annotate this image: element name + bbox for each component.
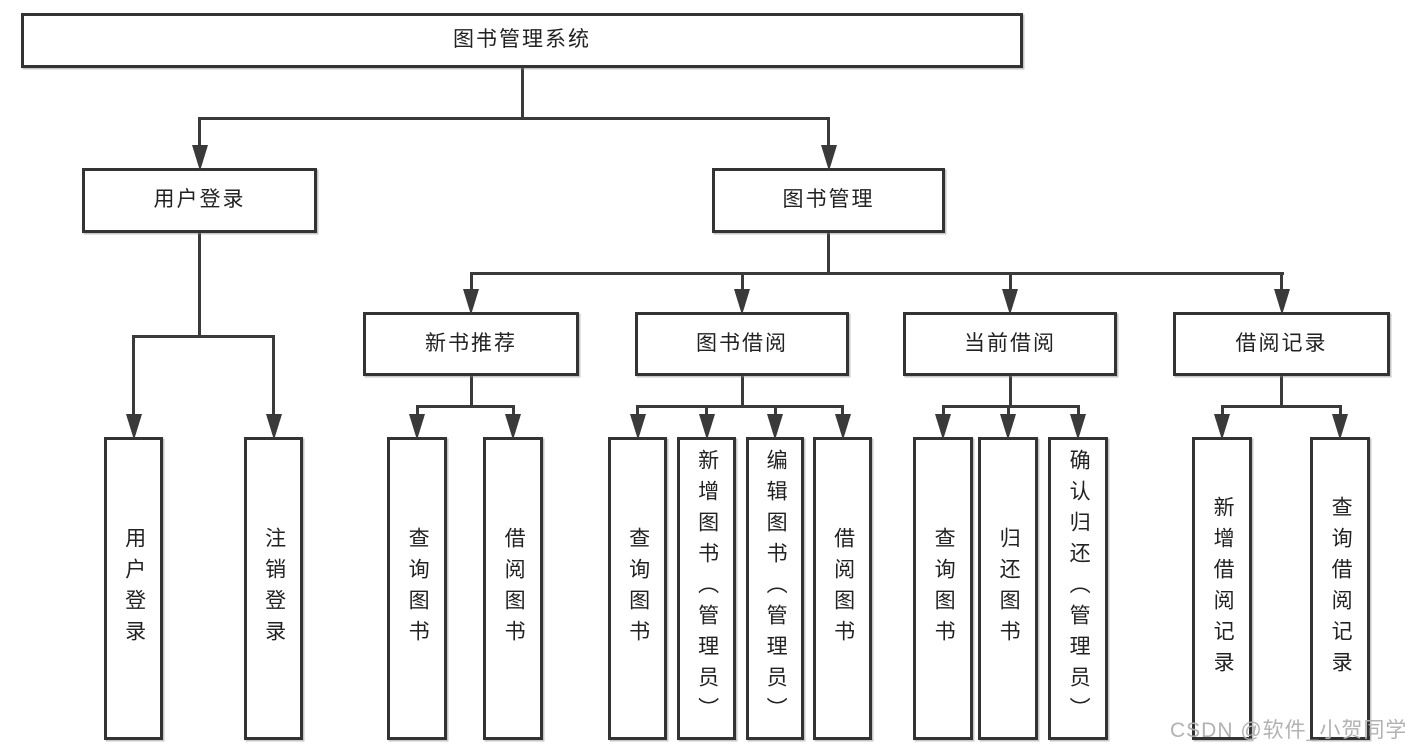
connector-stub-vertical — [470, 374, 473, 406]
node-current-borrow: 当前借阅 — [903, 312, 1117, 376]
connector-stub-vertical — [1280, 374, 1283, 406]
node-borrow-record: 借阅记录 — [1173, 312, 1390, 376]
node-leaf-add-borrow-record: 新增借阅记录 — [1192, 437, 1252, 740]
node-leaf-confirm-return: 确认归还（管理员） — [1048, 437, 1108, 740]
connector-segment-vertical — [416, 406, 419, 419]
connector-segment-vertical — [841, 406, 844, 419]
connector-segment-horizontal — [1221, 405, 1342, 408]
connector-segment-vertical — [1280, 273, 1283, 294]
arrowhead-down-icon — [935, 414, 951, 440]
node-leaf-borrow-book-a: 借阅图书 — [483, 437, 543, 740]
node-leaf-query-book-c: 查询图书 — [913, 437, 973, 740]
connector-stub-vertical — [741, 374, 744, 406]
node-leaf-query-book-a-label: 查询图书 — [406, 526, 430, 651]
connector-segment-horizontal — [132, 335, 275, 338]
connector-segment-vertical — [1221, 406, 1224, 419]
arrowhead-down-icon — [1070, 414, 1086, 440]
node-leaf-logout: 注销登录 — [244, 437, 303, 740]
node-leaf-return-book: 归还图书 — [978, 437, 1038, 740]
node-leaf-query-book-c-label: 查询图书 — [932, 526, 956, 651]
connector-segment-vertical — [1077, 406, 1080, 419]
arrowhead-down-icon — [409, 414, 425, 440]
node-book-borrow: 图书借阅 — [635, 312, 849, 376]
arrowhead-down-icon — [629, 414, 646, 440]
connector-stub-vertical — [827, 231, 830, 273]
node-user-login-label: 用户登录 — [153, 188, 246, 212]
node-leaf-confirm-return-label: 确认归还（管理员） — [1067, 449, 1091, 728]
connector-segment-vertical — [198, 118, 201, 150]
arrowhead-down-icon — [820, 145, 837, 171]
connector-segment-vertical — [1009, 273, 1012, 294]
connector-segment-vertical — [774, 406, 777, 419]
connector-stub-vertical — [521, 66, 524, 118]
arrowhead-down-icon — [834, 414, 851, 440]
connector-segment-horizontal — [470, 272, 1284, 275]
connector-segment-vertical — [1007, 406, 1010, 419]
node-leaf-add-book-admin: 新增图书（管理员） — [677, 437, 736, 740]
arrowhead-down-icon — [191, 145, 208, 171]
watermark: CSDN @软件_小贺同学 — [1170, 719, 1405, 742]
node-leaf-query-borrow-record: 查询借阅记录 — [1310, 437, 1370, 740]
node-new-book-recommend-label: 新书推荐 — [425, 331, 517, 355]
node-leaf-add-book-admin-label: 新增图书（管理员） — [695, 449, 719, 728]
node-leaf-edit-book-admin: 编辑图书（管理员） — [746, 437, 804, 740]
connector-segment-horizontal — [416, 405, 515, 408]
arrowhead-down-icon — [505, 414, 521, 440]
arrowhead-down-icon — [734, 289, 750, 315]
node-leaf-query-book-b: 查询图书 — [608, 437, 667, 740]
arrowhead-down-icon — [1214, 414, 1230, 440]
node-leaf-borrow-book-b: 借阅图书 — [813, 437, 872, 740]
node-current-borrow-label: 当前借阅 — [964, 331, 1056, 355]
arrowhead-down-icon — [1002, 289, 1018, 315]
node-library-system-label: 图书管理系统 — [453, 28, 591, 52]
arrowhead-down-icon — [463, 289, 479, 315]
node-leaf-query-borrow-record-label: 查询借阅记录 — [1329, 495, 1353, 682]
node-borrow-record-label: 借阅记录 — [1235, 331, 1328, 355]
node-leaf-edit-book-admin-label: 编辑图书（管理员） — [764, 449, 788, 728]
node-leaf-user-login: 用户登录 — [104, 437, 163, 740]
connector-segment-vertical — [705, 406, 708, 419]
arrowhead-down-icon — [1000, 414, 1016, 440]
arrowhead-down-icon — [1332, 414, 1348, 440]
connector-segment-vertical — [272, 336, 275, 419]
node-leaf-query-book-b-label: 查询图书 — [626, 526, 650, 651]
arrowhead-down-icon — [698, 414, 715, 440]
node-user-login: 用户登录 — [82, 168, 317, 233]
node-leaf-return-book-label: 归还图书 — [997, 526, 1021, 651]
connector-segment-vertical — [741, 273, 744, 294]
connector-stub-vertical — [198, 231, 201, 336]
connector-segment-vertical — [1339, 406, 1342, 419]
node-library-system: 图书管理系统 — [21, 13, 1023, 68]
connector-segment-horizontal — [198, 117, 830, 120]
connector-segment-vertical — [512, 406, 515, 419]
connector-segment-vertical — [636, 406, 639, 419]
node-book-borrow-label: 图书借阅 — [696, 331, 788, 355]
arrowhead-down-icon — [1273, 289, 1290, 315]
node-leaf-borrow-book-a-label: 借阅图书 — [502, 526, 526, 651]
connector-segment-horizontal — [942, 405, 1080, 408]
node-leaf-user-login-label: 用户登录 — [122, 526, 146, 651]
node-leaf-logout-label: 注销登录 — [262, 526, 286, 651]
node-leaf-borrow-book-b-label: 借阅图书 — [831, 526, 855, 651]
arrowhead-down-icon — [767, 414, 783, 440]
connector-segment-vertical — [470, 273, 473, 294]
connector-segment-horizontal — [636, 405, 844, 408]
connector-segment-vertical — [942, 406, 945, 419]
node-book-management-label: 图书管理 — [782, 188, 875, 212]
node-book-management: 图书管理 — [712, 168, 945, 233]
node-leaf-query-book-a: 查询图书 — [387, 437, 447, 740]
connector-stub-vertical — [1009, 374, 1012, 406]
arrowhead-down-icon — [265, 414, 282, 440]
node-new-book-recommend: 新书推荐 — [363, 312, 579, 376]
arrowhead-down-icon — [125, 414, 142, 440]
connector-segment-vertical — [827, 118, 830, 150]
node-leaf-add-borrow-record-label: 新增借阅记录 — [1211, 495, 1235, 682]
connector-segment-vertical — [132, 336, 135, 419]
